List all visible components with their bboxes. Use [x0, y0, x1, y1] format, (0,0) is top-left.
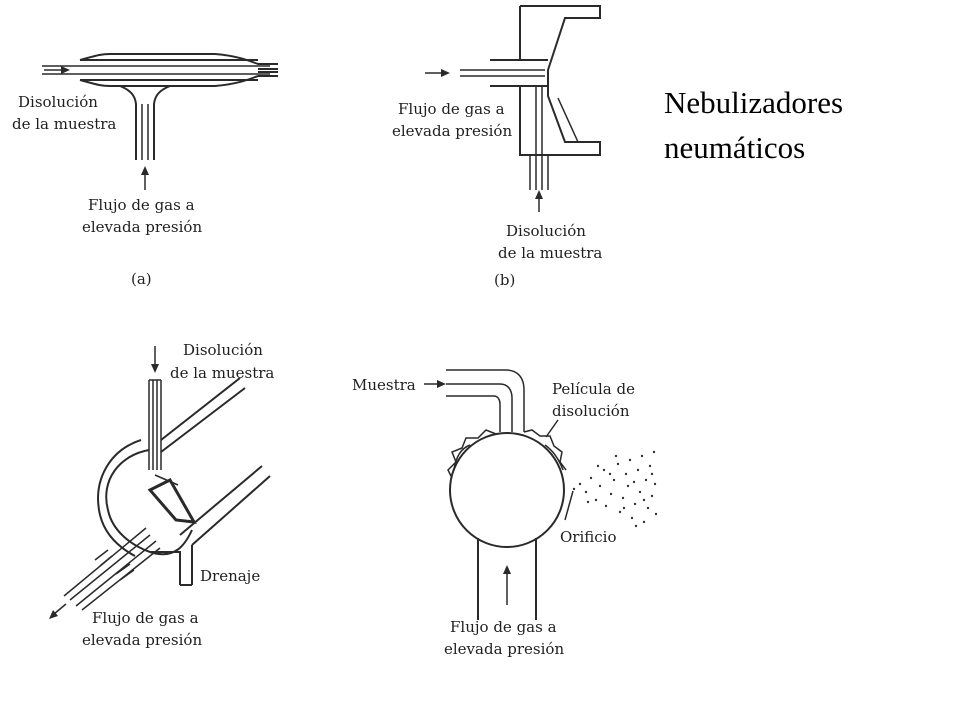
panel-b-sample-arrow — [535, 190, 543, 212]
panel-b-gas-arrow — [425, 69, 450, 77]
panel-d-stem — [477, 538, 537, 620]
panel-b-sample-tube — [529, 86, 549, 190]
panel-a-gas-inlet-arrow — [44, 66, 70, 74]
panel-b-caption: (b) — [494, 271, 515, 289]
panel-c-impact-plate — [147, 474, 197, 524]
panel-b-sample-label-2: de la muestra — [498, 244, 602, 262]
panel-a-gas-up-arrow — [141, 166, 149, 190]
panel-d-sample-arrow — [424, 380, 446, 388]
panel-c-gas-arrow — [49, 603, 67, 619]
panel-c-chamber-nebulizer: Disolución de la muestra Drenaje Flujo d… — [49, 341, 274, 649]
panel-d-sphere — [449, 432, 565, 548]
panel-b-gas-label-2: elevada presión — [392, 122, 512, 140]
panel-d-film-label-2: disolución — [552, 402, 630, 420]
panel-a-gas-label-1: Flujo de gas a — [88, 196, 195, 214]
panel-d-gas-arrow — [503, 565, 511, 605]
panel-c-gas-tube — [63, 527, 161, 611]
panel-a-tube-body — [42, 53, 278, 87]
panel-d-film-label-1: Película de — [552, 380, 635, 398]
panel-a-caption: (a) — [131, 270, 152, 288]
title-line-2: neumáticos — [664, 130, 805, 165]
panel-d-film — [447, 429, 567, 479]
panel-d-orifice-pointer — [545, 419, 574, 521]
panel-b-sample-label-1: Disolución — [506, 222, 586, 240]
panel-b-crossflow-nebulizer: Flujo de gas a elevada presión Disolució… — [392, 5, 602, 289]
panel-c-chamber — [97, 377, 271, 586]
panel-c-gas-label-2: elevada presión — [82, 631, 202, 649]
panel-a-sample-label-2: de la muestra — [12, 115, 116, 133]
panel-d-babington-nebulizer: Muestra Película de disolución Orificio … — [352, 369, 658, 658]
panel-a-sample-label-1: Disolución — [18, 93, 98, 111]
panel-c-sample-label-2: de la muestra — [170, 364, 274, 382]
title-line-1: Nebulizadores — [664, 85, 843, 120]
panel-d-gas-label-1: Flujo de gas a — [450, 618, 557, 636]
panel-b-gas-label-1: Flujo de gas a — [398, 100, 505, 118]
panel-d-gas-label-2: elevada presión — [444, 640, 564, 658]
panel-a-concentric-nebulizer: Disolución de la muestra Flujo de gas a … — [12, 53, 278, 288]
panel-a-gas-label-2: elevada presión — [82, 218, 202, 236]
panel-c-drain-label: Drenaje — [200, 567, 260, 585]
panel-a-side-arm — [119, 85, 171, 160]
panel-c-sample-label-1: Disolución — [183, 341, 263, 359]
panel-d-sample-tube — [446, 369, 525, 432]
panel-c-sample-arrow — [151, 346, 159, 373]
panel-c-gas-label-1: Flujo de gas a — [92, 609, 199, 627]
panel-c-capillary — [148, 379, 162, 470]
panel-d-aerosol-spray — [572, 450, 658, 528]
panel-d-orifice-label: Orificio — [560, 528, 617, 546]
panel-b-housing — [460, 5, 601, 156]
panel-d-sample-label: Muestra — [352, 376, 416, 394]
